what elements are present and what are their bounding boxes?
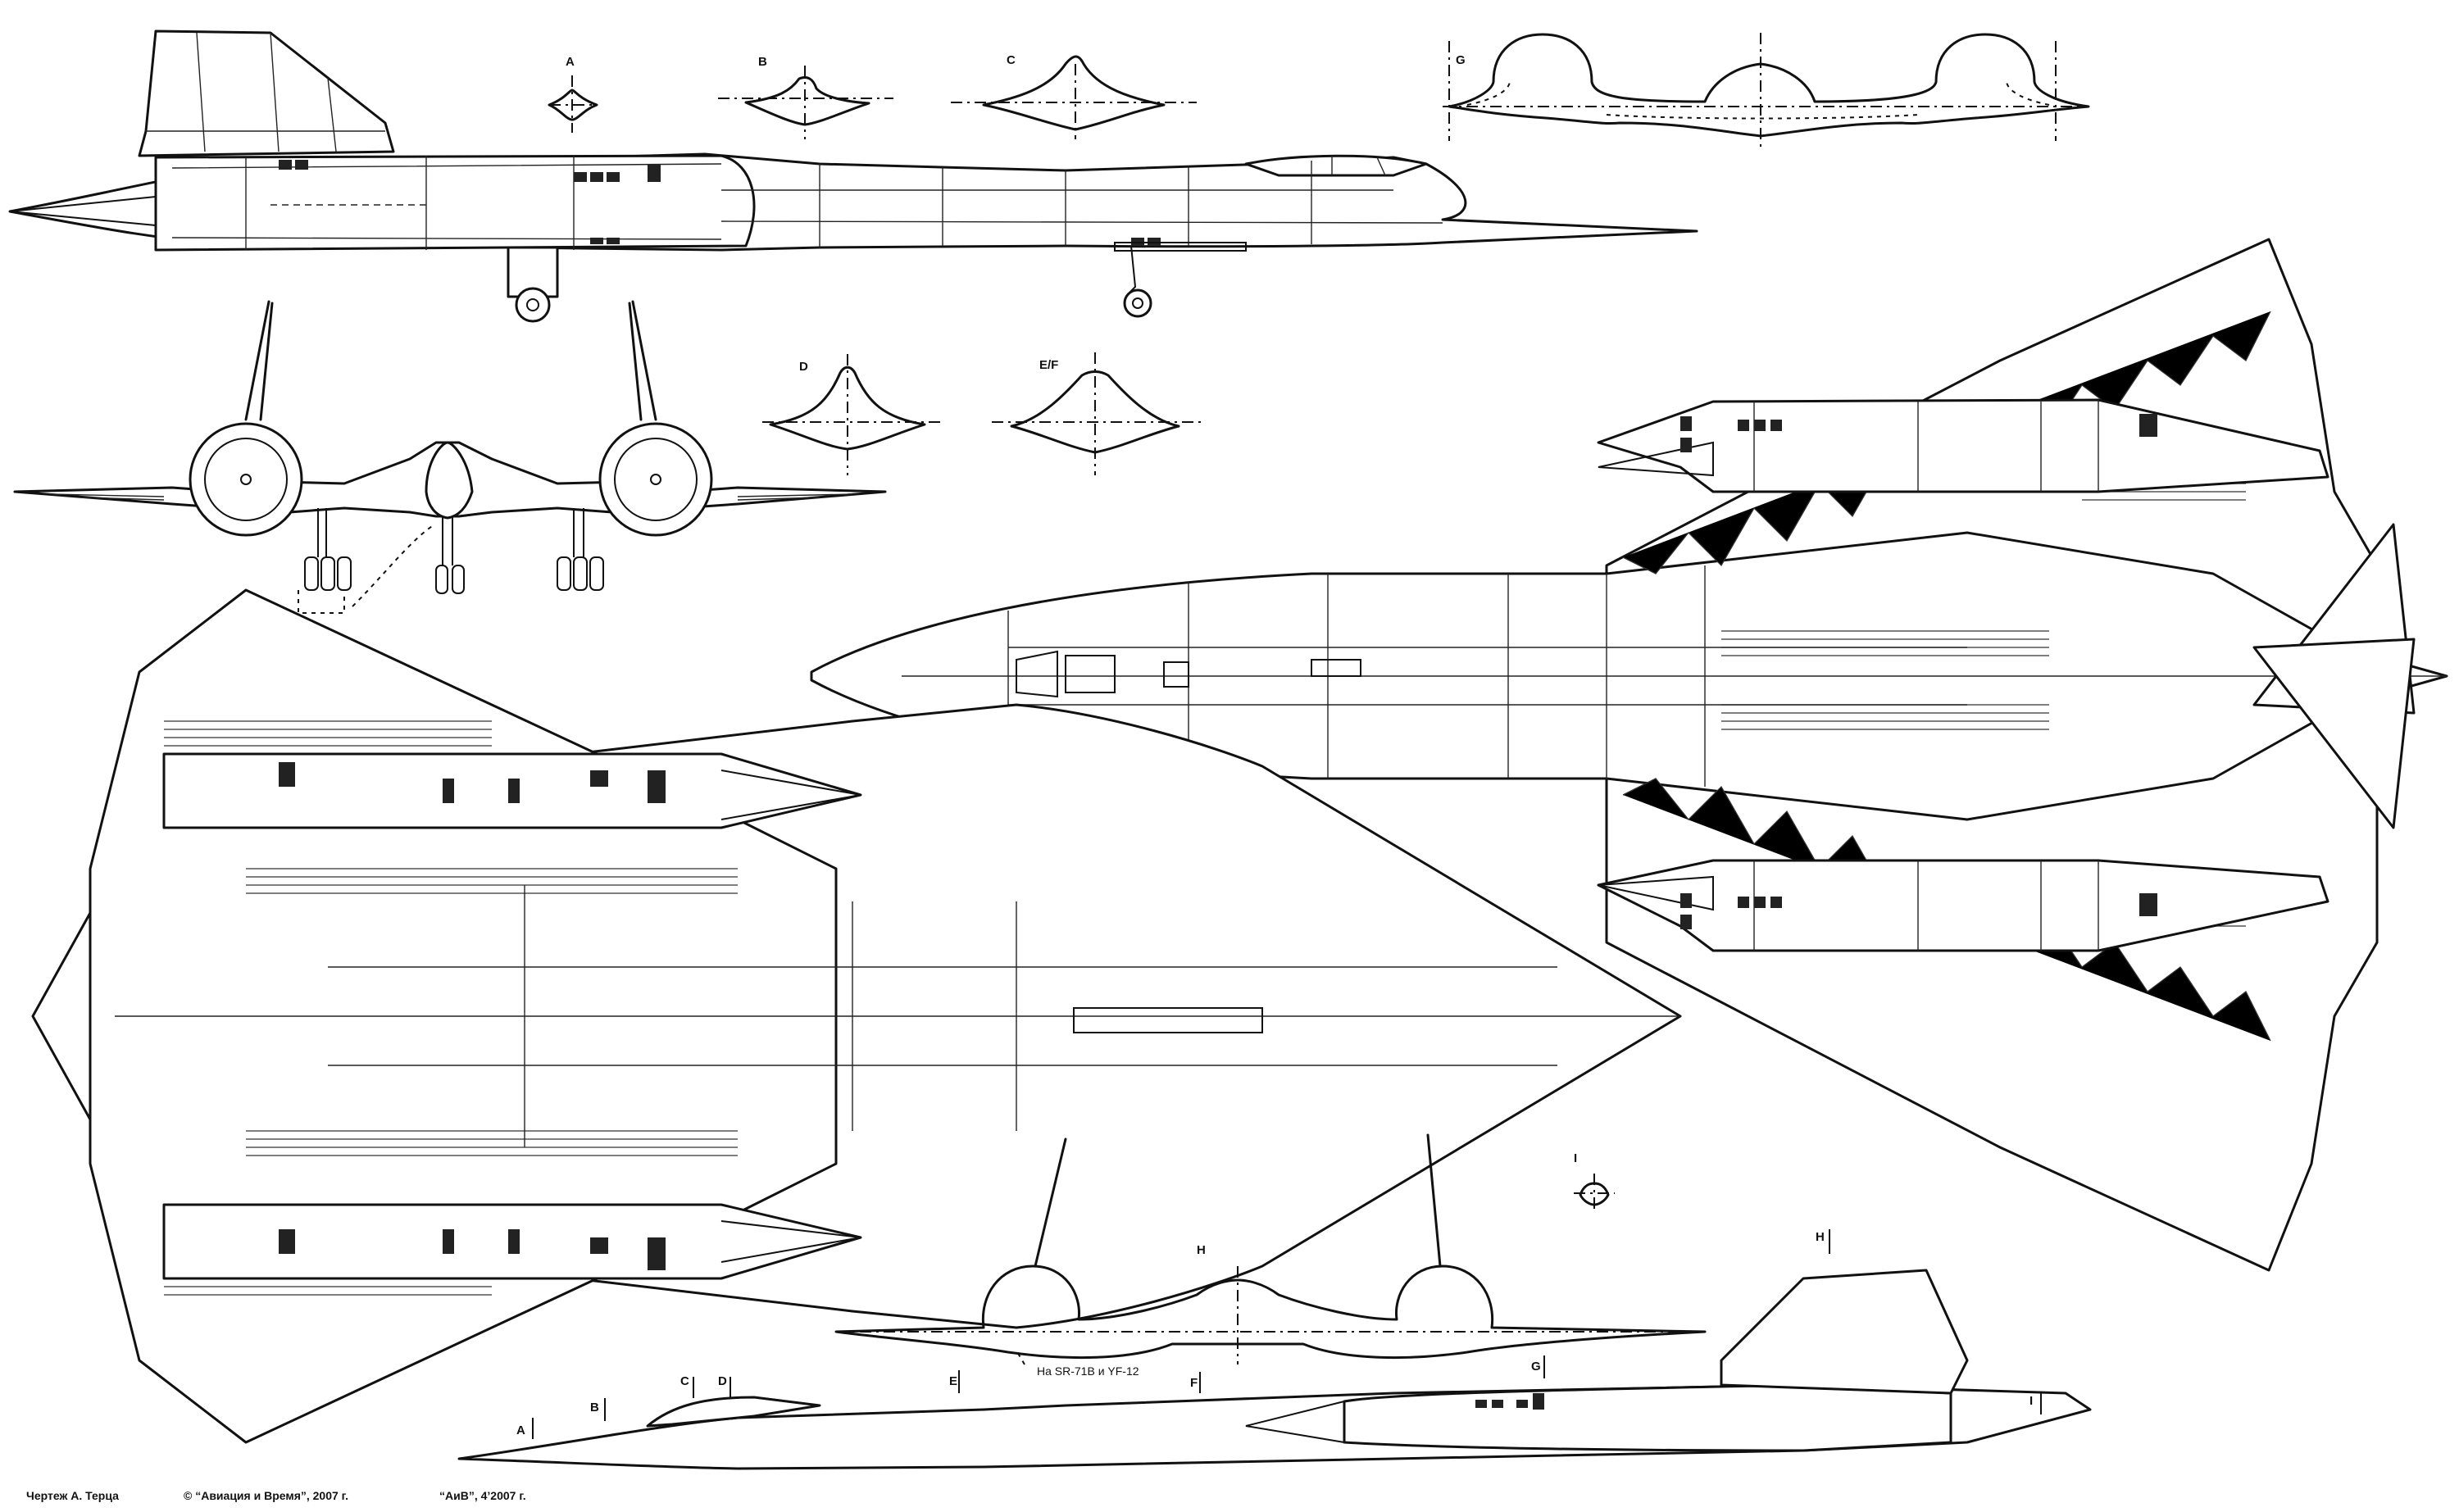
footer-issue: “АиВ”, 4’2007 г. <box>439 1489 526 1502</box>
section-label-h: H <box>1197 1243 1206 1257</box>
plan-view-top <box>810 238 2448 1272</box>
side-view-bottom <box>457 1133 2092 1470</box>
station-label-b: B <box>590 1401 599 1414</box>
cross-sections-top <box>548 33 2090 148</box>
front-view <box>13 300 887 614</box>
station-label-c: C <box>680 1374 689 1388</box>
side-view-top <box>8 30 1698 323</box>
station-label-h: H <box>1816 1230 1825 1244</box>
section-label-c: C <box>1007 53 1016 67</box>
station-label-i: I <box>2029 1394 2033 1408</box>
station-label-d: D <box>718 1374 727 1388</box>
variant-note: На SR-71B и YF-12 <box>1037 1364 1139 1378</box>
footer-author: Чертеж А. Терца <box>26 1489 119 1502</box>
station-label-e: E <box>949 1374 957 1388</box>
plan-view-bottom <box>31 588 1682 1444</box>
station-label-g: G <box>1531 1360 1541 1374</box>
section-label-g: G <box>1456 53 1466 67</box>
station-labels: A B C D E F G H I <box>516 1229 2042 1439</box>
section-label-ef: E/F <box>1039 358 1058 372</box>
footer-copyright: © “Авиация и Время”, 2007 г. <box>184 1489 349 1502</box>
station-label-a: A <box>516 1423 525 1437</box>
section-label-i: I <box>1574 1151 1577 1165</box>
section-label-a: A <box>566 55 575 69</box>
station-label-f: F <box>1190 1376 1198 1390</box>
section-label-d: D <box>799 360 808 374</box>
cross-sections-mid <box>762 352 1205 475</box>
section-labels: A B C G D E/F H I <box>566 53 1577 1257</box>
section-label-b: B <box>758 55 767 69</box>
